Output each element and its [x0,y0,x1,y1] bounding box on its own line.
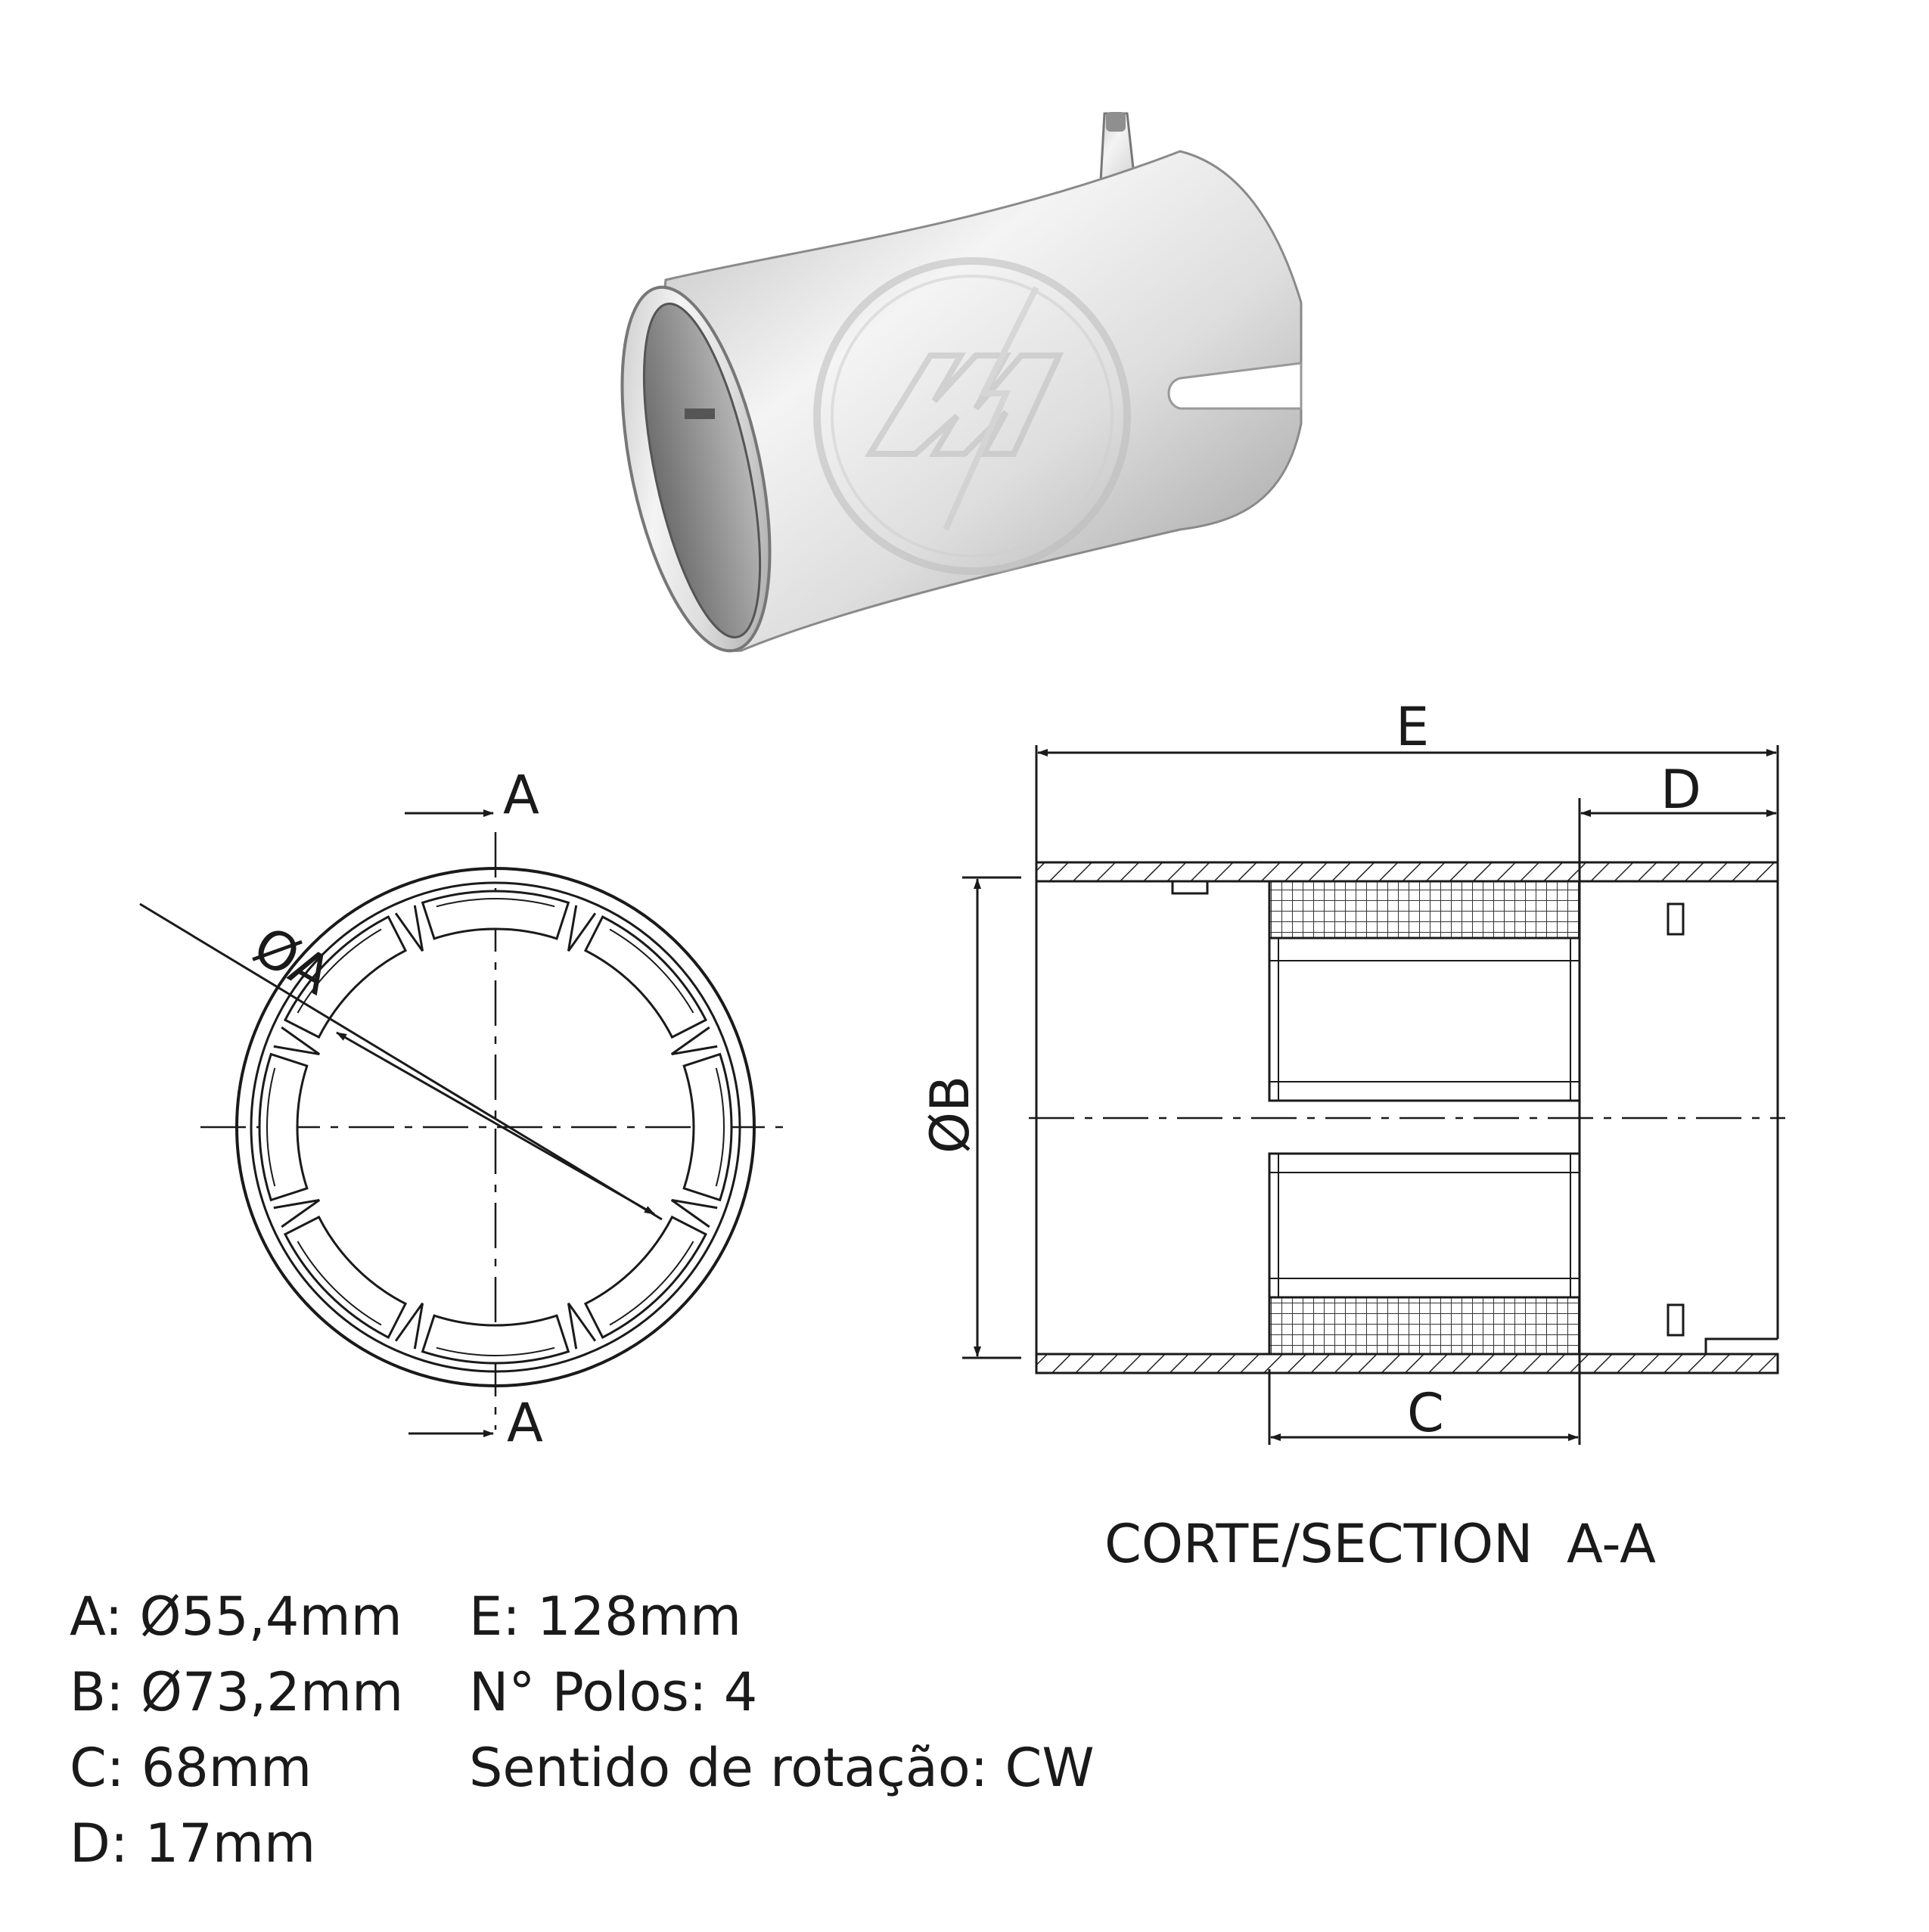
pole-segment-inner-5 [436,1346,555,1356]
retaining-clip-6 [273,1198,321,1228]
dim-e-label: E [1396,696,1429,758]
yoke-inner-ring [250,881,741,1373]
pole-segment-inner-7 [266,1067,276,1187]
shell-wall-top [1035,861,1779,883]
retaining-clip-1 [567,905,597,952]
section-view: E D ØB C C [919,696,1785,1575]
pole-segment-7 [258,1052,309,1202]
field-coil-bottom [1268,1296,1581,1356]
pole-segment-8 [283,915,408,1039]
pole-segment-inner-4 [609,1241,694,1326]
pole-segments [258,890,733,1365]
pole-segment-3 [682,1052,733,1202]
spec-a: A: Ø55,4mm [70,1586,402,1648]
pole-shoe-upper [1268,936,1581,1102]
section-label-bottom: A [507,1392,543,1454]
spec-rotation: Sentido de rotação: CW [469,1737,1095,1799]
front-view: ØA A A [139,764,791,1454]
retaining-clip-3 [670,1198,718,1228]
section-label-top: A [503,764,539,826]
retaining-clip-5 [394,1302,424,1350]
spec-b: B: Ø73,2mm [70,1661,404,1723]
dim-d-label: D [1660,759,1701,821]
housing-slot [1167,362,1303,410]
pole-segment-1 [421,890,570,940]
yoke-outer-ring [235,867,756,1387]
spec-poles: N° Polos: 4 [469,1661,758,1723]
field-coil-top [1268,880,1581,940]
pole-shoe-lower [1268,1152,1581,1299]
zm-logo-watermark [813,257,1131,575]
pole-segment-inner-1 [436,898,555,908]
retaining-clip-4 [567,1302,597,1350]
dim-a-line [336,1031,655,1216]
retaining-clip-2 [670,1026,718,1056]
section-caption: CORTE/SECTION A-A [1104,1513,1656,1575]
product-photo [620,112,1303,653]
spec-c: C: 68mm [70,1737,312,1799]
spec-e: E: 128mm [469,1586,742,1648]
pole-segment-4 [583,1215,708,1340]
retaining-clip-7 [273,1026,321,1056]
pole-segment-inner-6 [297,1241,382,1326]
shell-wall-bottom [1035,1353,1779,1374]
pole-segment-2 [583,915,708,1039]
dim-c-label: C [1407,1382,1444,1444]
spec-d: D: 17mm [70,1812,316,1875]
pole-segment-6 [283,1215,408,1340]
pole-segment-5 [421,1314,570,1365]
pole-segment-inner-2 [609,928,694,1014]
retaining-clip-8 [394,905,424,952]
pole-segment-inner-3 [715,1067,725,1187]
dim-b-label: ØB [919,1076,981,1154]
